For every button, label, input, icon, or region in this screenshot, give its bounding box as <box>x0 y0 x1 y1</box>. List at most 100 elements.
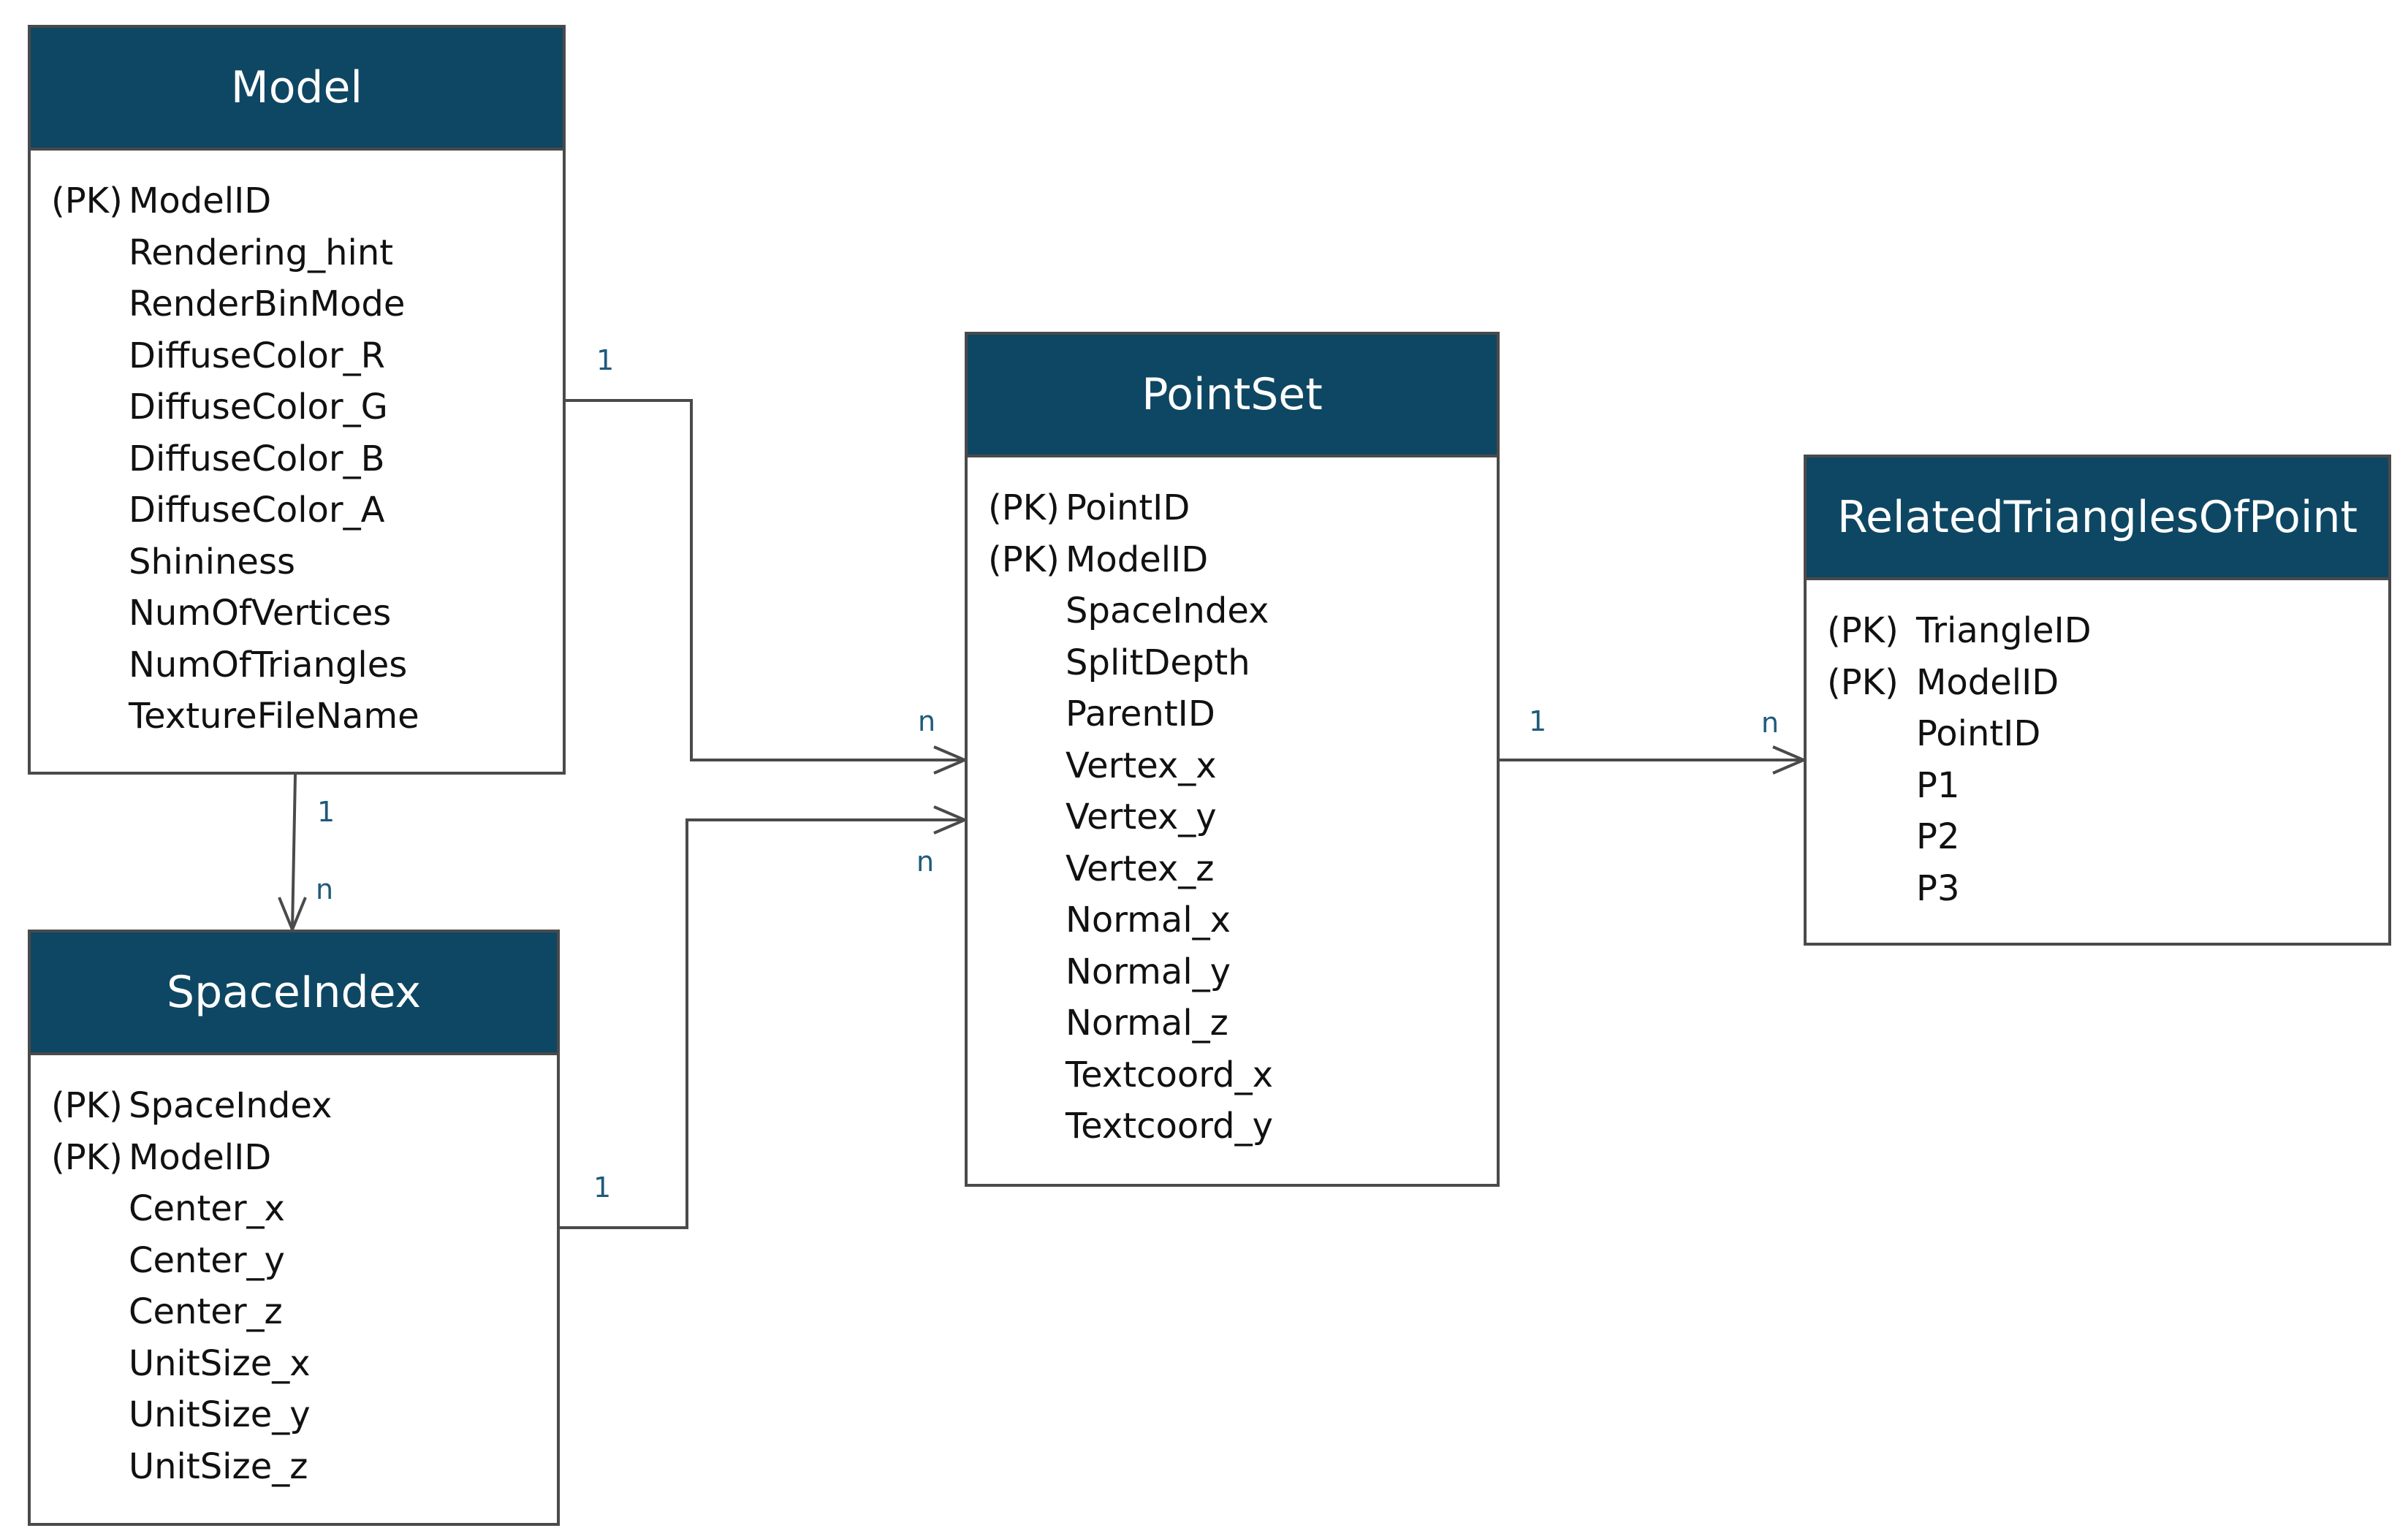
cardinality-from-label: 1 <box>1529 705 1546 737</box>
pk-marker <box>1807 863 1916 915</box>
attribute-row: (PK)ModelID <box>968 534 1497 586</box>
pk-marker <box>31 227 129 279</box>
pk-marker <box>31 691 129 742</box>
attribute-row: Shininess <box>31 536 563 588</box>
entity-attribute-list: (PK)ModelID Rendering_hint RenderBinMode… <box>31 151 563 742</box>
attribute-row: P3 <box>1807 863 2388 915</box>
entity-title: RelatedTrianglesOfPoint <box>1807 457 2388 580</box>
entity-spaceindex: SpaceIndex (PK)SpaceIndex (PK)ModelID Ce… <box>28 930 560 1526</box>
pk-marker <box>968 1049 1066 1101</box>
pk-marker: (PK) <box>1827 661 1899 703</box>
cardinality-to-label: n <box>918 705 935 737</box>
pk-marker <box>968 997 1066 1049</box>
pk-marker <box>968 740 1066 792</box>
attribute-row: Textcoord_y <box>968 1101 1497 1152</box>
pk-marker <box>968 688 1066 740</box>
entity-model: Model (PK)ModelID Rendering_hint RenderB… <box>28 25 566 775</box>
pk-marker <box>968 1101 1066 1152</box>
attribute-name: Normal_y <box>1066 951 1231 992</box>
relation-model-spaceindex: 1 n <box>278 774 335 934</box>
relation-pointset-related: 1 n <box>1500 705 1808 775</box>
entity-attribute-list: (PK) TriangleID (PK) ModelID PointID P1 P2… <box>1807 580 2388 914</box>
attribute-name: NumOfVertices <box>129 593 392 634</box>
attribute-name: Center_z <box>129 1291 283 1332</box>
pk-marker <box>31 1338 129 1390</box>
attribute-row: PointID <box>1807 708 2388 760</box>
pk-marker: (PK) <box>51 1085 123 1126</box>
attribute-name: ModelID <box>1066 539 1209 580</box>
attribute-name: SpaceIndex <box>129 1085 333 1126</box>
entity-title: SpaceIndex <box>31 932 557 1055</box>
pk-marker <box>31 1183 129 1235</box>
attribute-row: ParentID <box>968 688 1497 740</box>
pk-marker: (PK) <box>51 1136 123 1178</box>
pk-marker <box>968 946 1066 998</box>
attribute-row: DiffuseColor_G <box>31 381 563 433</box>
pk-marker <box>31 433 129 485</box>
attribute-name: TriangleID <box>1916 610 2092 651</box>
attribute-row: RenderBinMode <box>31 278 563 330</box>
pk-marker <box>31 639 129 691</box>
pk-marker: (PK) <box>1827 610 1899 651</box>
attribute-name: Center_x <box>129 1188 285 1229</box>
entity-attribute-list: (PK)PointID (PK)ModelID SpaceIndex Split… <box>968 457 1497 1152</box>
pk-marker <box>31 1389 129 1441</box>
attribute-row: Center_y <box>31 1235 557 1287</box>
cardinality-to-label: n <box>916 846 934 878</box>
attribute-row: (PK)ModelID <box>31 175 563 227</box>
attribute-name: NumOfTriangles <box>129 644 408 685</box>
attribute-name: P3 <box>1916 867 1960 909</box>
pk-marker <box>1807 760 1916 812</box>
attribute-row: DiffuseColor_A <box>31 484 563 536</box>
attribute-name: Normal_z <box>1066 1003 1228 1044</box>
pk-marker: (PK) <box>51 180 123 221</box>
entity-pointset: PointSet (PK)PointID (PK)ModelID SpaceIn… <box>965 332 1500 1187</box>
attribute-row: NumOfTriangles <box>31 639 563 691</box>
pk-marker <box>31 278 129 330</box>
attribute-row: (PK)PointID <box>968 482 1497 534</box>
attribute-row: DiffuseColor_B <box>31 433 563 485</box>
attribute-row: Vertex_x <box>968 740 1497 792</box>
attribute-name: Center_y <box>129 1239 285 1281</box>
pk-marker <box>968 843 1066 895</box>
attribute-row: Normal_y <box>968 946 1497 998</box>
pk-marker <box>968 791 1066 843</box>
attribute-row: TextureFileName <box>31 691 563 742</box>
connector-line <box>560 818 965 1229</box>
attribute-row: P2 <box>1807 811 2388 863</box>
attribute-name: TextureFileName <box>129 696 419 737</box>
attribute-name: DiffuseColor_G <box>129 387 388 428</box>
attribute-name: P2 <box>1916 816 1960 857</box>
attribute-name: ModelID <box>129 1136 272 1178</box>
attribute-row: Vertex_z <box>968 843 1497 895</box>
attribute-name: Textcoord_y <box>1066 1106 1273 1147</box>
attribute-row: (PK)SpaceIndex <box>31 1080 557 1132</box>
attribute-name: ModelID <box>1916 661 2059 703</box>
pk-marker <box>968 894 1066 946</box>
entity-related-triangles-of-point: RelatedTrianglesOfPoint (PK) TriangleID (… <box>1804 455 2391 946</box>
pk-marker <box>1807 708 1916 760</box>
attribute-row: DiffuseColor_R <box>31 330 563 382</box>
attribute-name: Textcoord_x <box>1066 1054 1273 1095</box>
attribute-name: Vertex_y <box>1066 797 1217 837</box>
pk-marker <box>31 1235 129 1287</box>
cardinality-from-label: 1 <box>317 796 335 828</box>
pk-marker <box>31 484 129 536</box>
attribute-row: Vertex_y <box>968 791 1497 843</box>
pk-marker <box>31 588 129 639</box>
attribute-name: PointID <box>1066 487 1190 528</box>
attribute-row: P1 <box>1807 760 2388 812</box>
cardinality-to-label: n <box>1761 707 1779 739</box>
attribute-row: SplitDepth <box>968 637 1497 689</box>
pk-marker <box>31 536 129 588</box>
pk-marker <box>31 381 129 433</box>
attribute-name: SpaceIndex <box>1066 590 1269 631</box>
pk-marker: (PK) <box>988 487 1060 528</box>
attribute-row: (PK)ModelID <box>31 1132 557 1184</box>
attribute-row: Normal_z <box>968 997 1497 1049</box>
pk-marker <box>31 1286 129 1338</box>
entity-attribute-list: (PK)SpaceIndex (PK)ModelID Center_x Cent… <box>31 1055 557 1492</box>
attribute-name: DiffuseColor_B <box>129 438 385 479</box>
attribute-name: PointID <box>1916 713 2041 754</box>
